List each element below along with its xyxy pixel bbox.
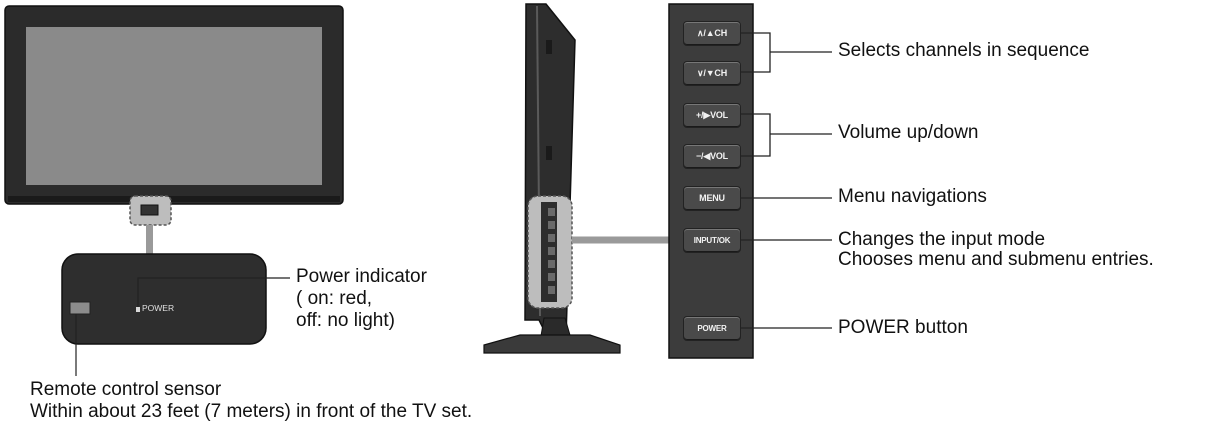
- remote-sensor-window: [69, 301, 91, 315]
- sensor-window: [140, 204, 159, 216]
- zoom-connector: [146, 225, 153, 255]
- input-ok-button[interactable]: INPUT/OK: [683, 228, 741, 253]
- channels-callout: Selects channels in sequence: [838, 40, 1090, 61]
- volume-down-label: −/◀VOL: [696, 151, 728, 161]
- callout-lines: [740, 32, 832, 329]
- volume-up-label: +/▶VOL: [696, 110, 728, 120]
- tv-front-view: [4, 5, 344, 376]
- tv-stand-base: [483, 334, 621, 354]
- channel-up-label: ∧/▲CH: [697, 28, 727, 38]
- input-ok-label: INPUT/OK: [693, 236, 731, 245]
- panel-power-text: POWER: [142, 303, 175, 313]
- tv-bottom-trim: [8, 196, 340, 202]
- side-button-nubs: [548, 208, 555, 294]
- power-indicator-off-state: off: no light): [296, 310, 395, 331]
- volume-callout: Volume up/down: [838, 122, 979, 143]
- power-indicator-on-state: ( on: red,: [296, 288, 373, 309]
- tv-side-view: [483, 3, 670, 354]
- control-panel: [668, 3, 754, 359]
- power-button-callout: POWER button: [838, 317, 968, 338]
- remote-sensor-label: Remote control sensor: [30, 379, 222, 400]
- menu-callout: Menu navigations: [838, 186, 987, 207]
- power-label: POWER: [697, 324, 727, 333]
- power-button[interactable]: POWER: [683, 316, 741, 341]
- volume-bracket: [740, 113, 771, 157]
- volume-down-button[interactable]: −/◀VOL: [683, 144, 741, 169]
- remote-sensor-note: Within about 23 feet (7 meters) in front…: [30, 401, 473, 422]
- power-indicator-label: Power indicator: [296, 266, 427, 287]
- menu-button[interactable]: MENU: [683, 186, 741, 211]
- menu-label: MENU: [699, 193, 725, 203]
- power-indicator-leader: [137, 277, 290, 307]
- input-callout-line2: Chooses menu and submenu entries.: [838, 249, 1154, 270]
- sensor-zoom-panel: [61, 253, 267, 345]
- input-callout-line1: Changes the input mode: [838, 229, 1046, 250]
- power-indicator-led: [136, 307, 140, 312]
- side-tab-bottom: [546, 146, 552, 160]
- side-tab-top: [546, 40, 552, 54]
- channel-down-button[interactable]: ∨/▼CH: [683, 61, 741, 86]
- channel-down-label: ∨/▼CH: [697, 68, 727, 78]
- channel-up-button[interactable]: ∧/▲CH: [683, 21, 741, 46]
- tv-screen: [26, 27, 322, 185]
- volume-up-button[interactable]: +/▶VOL: [683, 103, 741, 128]
